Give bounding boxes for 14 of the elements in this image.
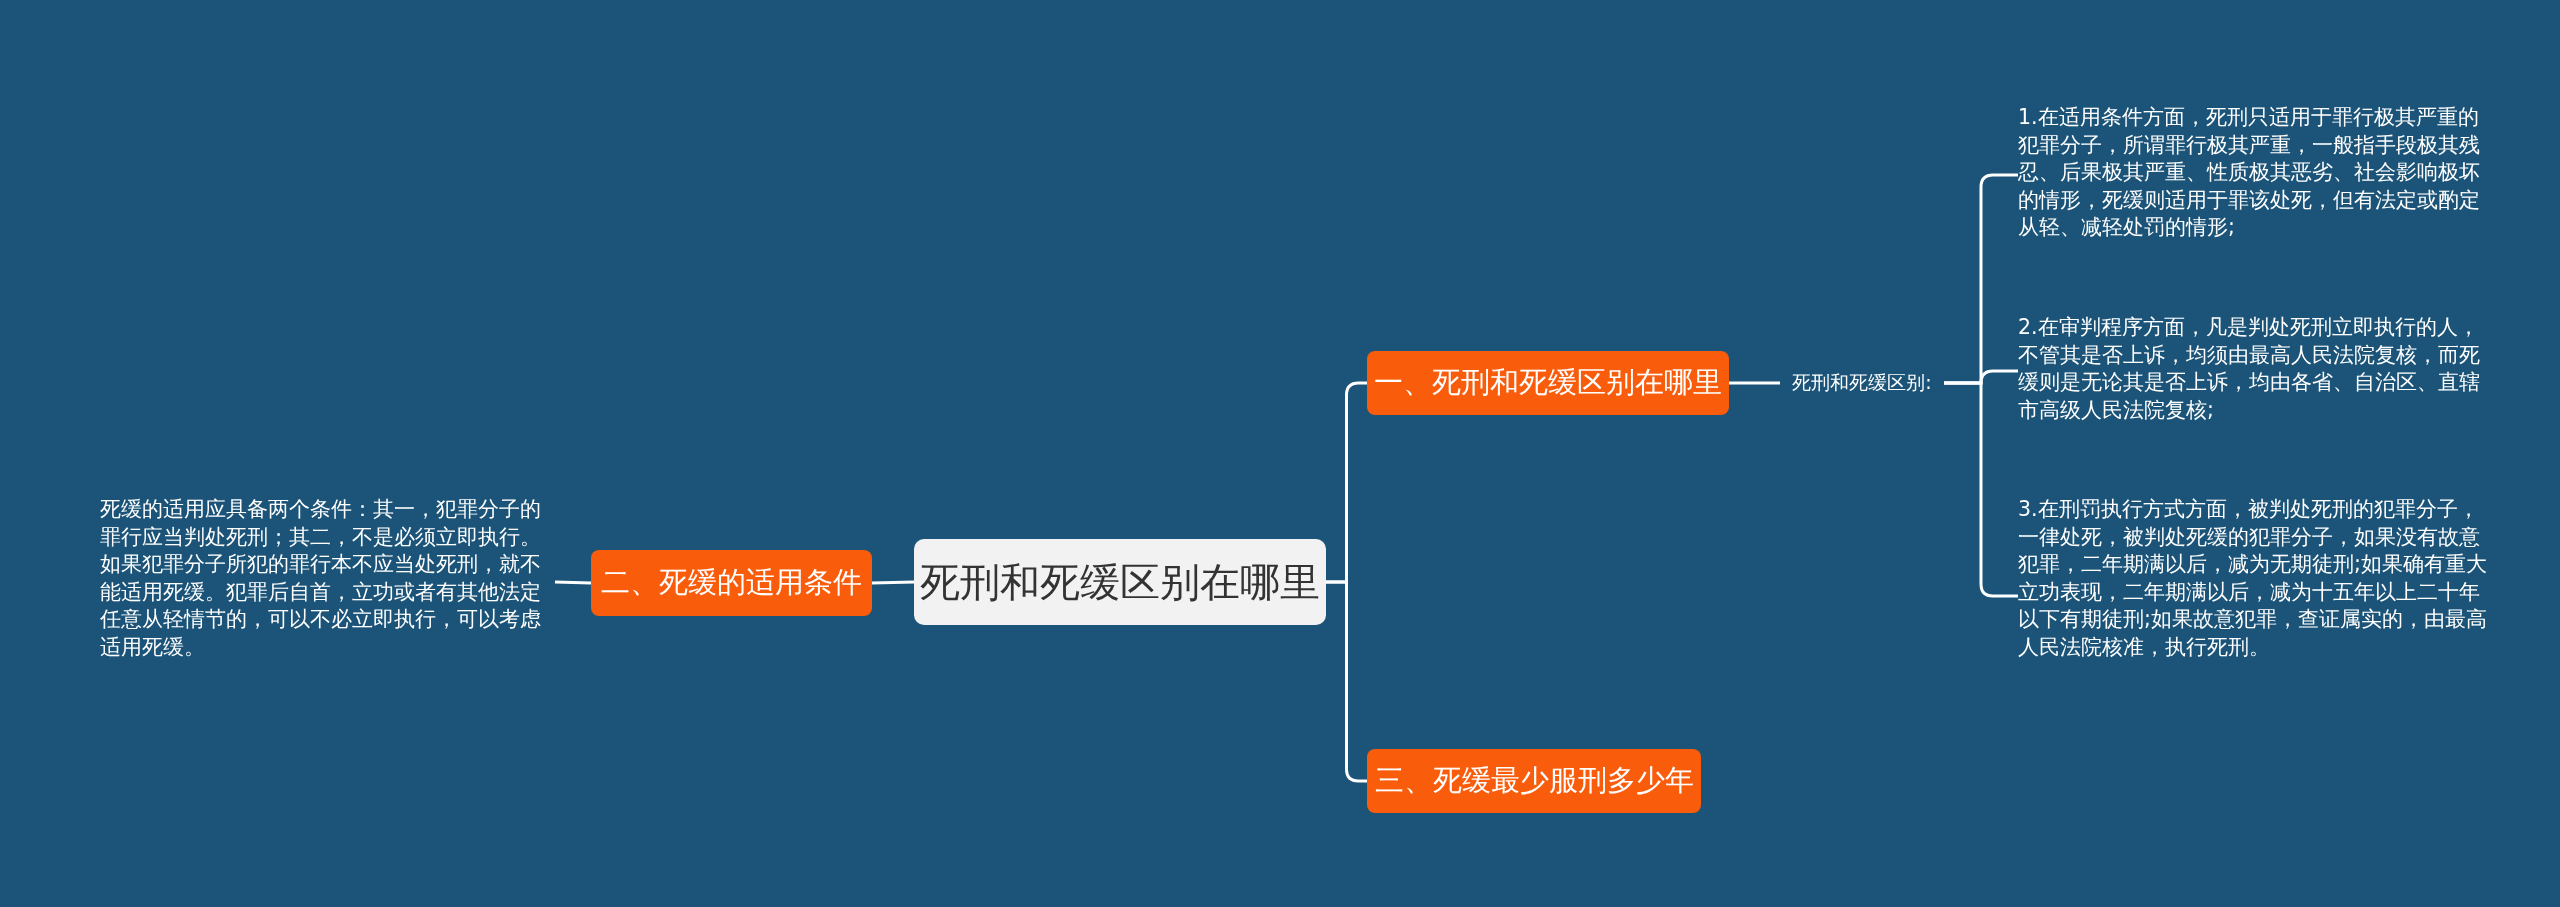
paragraph-text: 3.在刑罚执行方式方面，被判处死刑的犯罪分子，一律处死，被判处死缓的犯罪分子，如果没有故意犯罪，二年期满以后，减为无期徒刑;如果确有重大立功表现，二年期满以后，减为十五年以上二十年以下有期徒刑;如果故意犯罪，查证属实的，由最高人民法院核准，执行死刑。	[2018, 496, 2488, 696]
connector-line	[871, 580, 915, 585]
connector-line	[1326, 580, 1367, 783]
topic-box: 二、死缓的适用条件	[591, 550, 872, 616]
paragraph-text: 死缓的适用应具备两个条件：其一，犯罪分子的罪行应当判处死刑；其二，不是必须立即执行。如果犯罪分子所犯的罪行本不应当处死刑，就不能适用死缓。犯罪后自首，立功或者有其他法定任意从轻情节的，可以不必立即执行，可以考虑适用死缓。	[100, 496, 555, 668]
connector-line	[554, 580, 592, 585]
topic-box: 三、死缓最少服刑多少年	[1367, 749, 1701, 813]
paragraph-text: 1.在适用条件方面，死刑只适用于罪行极其严重的犯罪分子，所谓罪行极其严重，一般指手段极其残忍、后果极其严重、性质极其恶劣、社会影响极坏的情形，死缓则适用于罪该处死，但有法定或酌定从轻、减轻处罚的情形;	[2018, 104, 2488, 246]
topic-box: 一、死刑和死缓区别在哪里	[1367, 351, 1729, 415]
root-topic-box: 死刑和死缓区别在哪里	[914, 539, 1326, 625]
paragraph-text: 2.在审判程序方面，凡是判处死刑立即执行的人，不管其是否上诉，均须由最高人民法院复核，而死缓则是无论其是否上诉，均由各省、自治区、直辖市高级人民法院复核;	[2018, 314, 2488, 428]
connector-line	[1944, 381, 2018, 598]
branch-label: 死刑和死缓区别:	[1780, 363, 1944, 403]
connector-line	[1729, 381, 1780, 385]
